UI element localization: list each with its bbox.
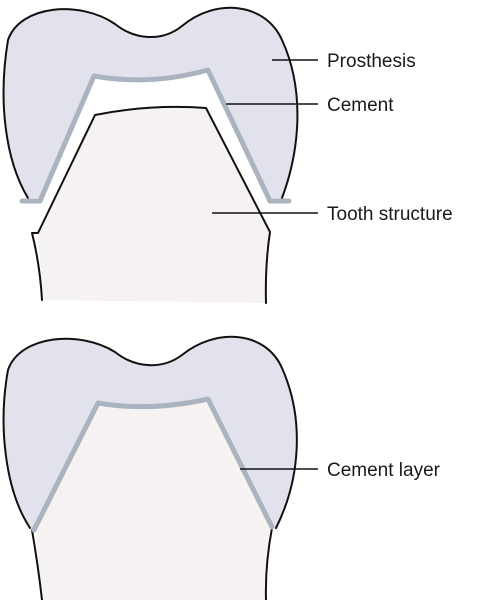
bottom-tooth-structure — [36, 399, 270, 600]
top-tooth-structure — [38, 106, 270, 303]
bottom-prosthesis — [3, 336, 297, 530]
top-tooth-outline — [31, 105, 271, 304]
bottom-tooth-outline-right — [264, 527, 273, 600]
top-prosthesis — [3, 7, 298, 198]
bottom-cement-layer — [31, 396, 275, 533]
bottom-tooth-outline — [31, 529, 43, 600]
cement-label: Cement — [327, 95, 394, 116]
top-prosthesis-outline — [2, 6, 299, 199]
top-diagram: Prosthesis Cement Tooth structure — [2, 6, 453, 304]
tooth-structure-label: Tooth structure — [327, 204, 453, 225]
top-cement-band — [19, 67, 292, 204]
bottom-prosthesis-outline — [2, 335, 298, 529]
prosthesis-label: Prosthesis — [327, 51, 416, 72]
cement-layer-label: Cement layer — [327, 460, 441, 481]
bottom-diagram: Cement layer — [2, 335, 441, 600]
